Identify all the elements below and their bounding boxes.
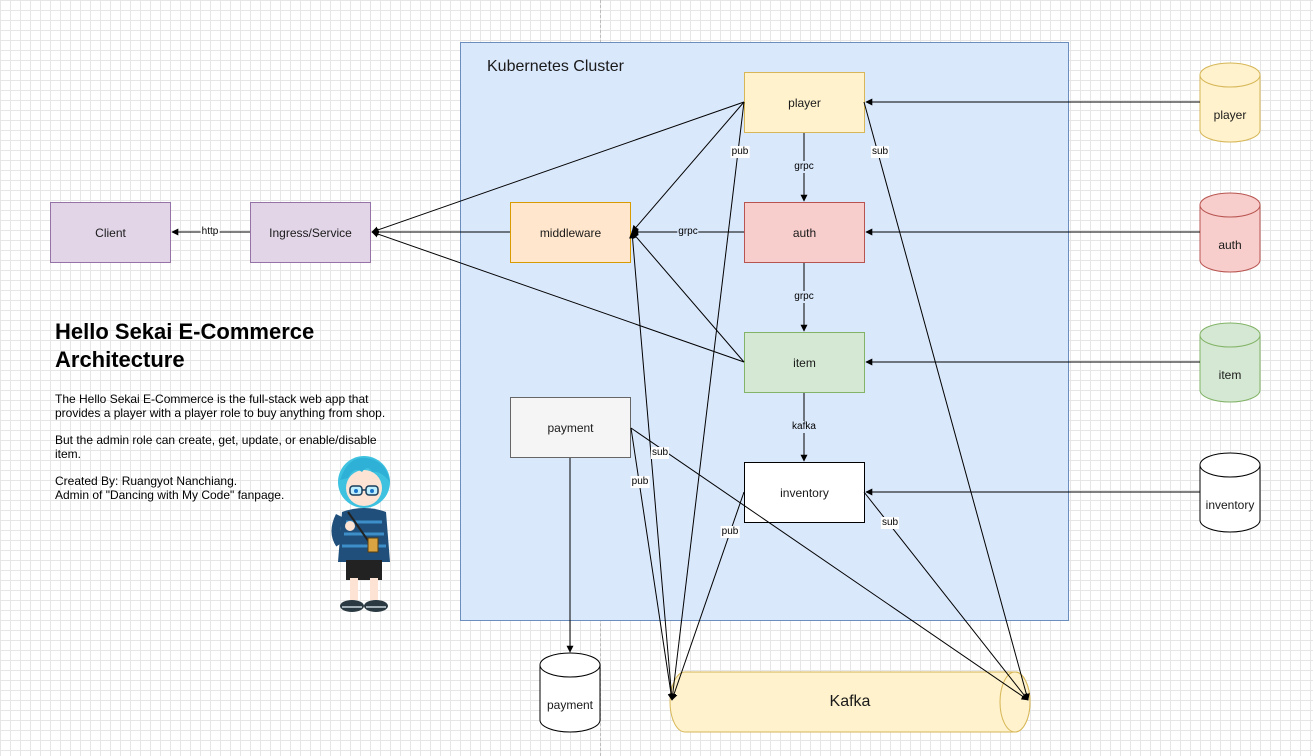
inventory-db-cylinder[interactable] bbox=[1199, 452, 1261, 533]
auth-db-cylinder[interactable] bbox=[1199, 192, 1261, 273]
auth-service-node[interactable]: auth bbox=[744, 202, 865, 263]
edge-label-pub-inventory: pub bbox=[720, 526, 740, 538]
edge-label-sub-inventory: sub bbox=[880, 517, 900, 529]
edge-label-sub-payment: sub bbox=[650, 447, 670, 459]
edge-kafka-middleware bbox=[629, 231, 673, 701]
edge-label-kafka: kafka bbox=[791, 421, 817, 433]
client-node[interactable]: Client bbox=[50, 202, 171, 263]
inventory-service-node[interactable]: inventory bbox=[744, 462, 865, 523]
payment-service-node[interactable]: payment bbox=[510, 397, 631, 458]
edge-label-http: http bbox=[200, 226, 220, 238]
description-paragraph-2: But the admin role can create, get, upda… bbox=[55, 433, 377, 461]
item-db-label: item bbox=[1218, 368, 1242, 382]
chibi-mascot-illustration bbox=[331, 456, 390, 612]
edge-kafka-player-sub bbox=[863, 101, 1030, 701]
payment-db-cylinder[interactable] bbox=[539, 652, 601, 733]
edge-player-middleware bbox=[631, 101, 745, 233]
kafka-label: Kafka bbox=[829, 693, 871, 710]
edge-payment-kafka-sub bbox=[630, 427, 1029, 701]
player-db-label: player bbox=[1213, 108, 1247, 122]
edge-label-grpc-middleware: grpc bbox=[677, 226, 699, 238]
edge-player-ingress bbox=[371, 101, 745, 234]
item-service-node[interactable]: item bbox=[744, 332, 865, 393]
payment-db-label: payment bbox=[546, 698, 594, 712]
cluster-label: Kubernetes Cluster bbox=[487, 58, 624, 75]
edge-item-ingress bbox=[371, 230, 745, 363]
item-db-cylinder[interactable] bbox=[1199, 322, 1261, 403]
edge-label-grpc-auth-item: grpc bbox=[793, 291, 815, 303]
edge-payment-kafka-pub bbox=[630, 427, 675, 701]
player-db-cylinder[interactable] bbox=[1199, 62, 1261, 143]
ingress-service-node[interactable]: Ingress/Service bbox=[250, 202, 371, 263]
auth-db-label: auth bbox=[1218, 238, 1242, 252]
credit-author: Created By: Ruangyot Nanchiang. bbox=[55, 474, 238, 488]
description-paragraph-1: The Hello Sekai E-Commerce is the full-s… bbox=[55, 392, 386, 420]
kafka-cylinder[interactable] bbox=[669, 671, 1031, 733]
credit-fanpage: Admin of "Dancing with My Code" fanpage. bbox=[55, 488, 285, 502]
inventory-db-label: inventory bbox=[1205, 498, 1255, 512]
edge-inventory-kafka-pub bbox=[670, 491, 745, 701]
edge-label-pub-player: pub bbox=[730, 146, 750, 158]
diagram-title: Hello Sekai E-Commerce Architecture bbox=[55, 319, 315, 372]
edge-player-kafka-pub bbox=[669, 101, 745, 701]
edge-item-middleware bbox=[631, 231, 745, 363]
edge-label-pub-payment: pub bbox=[630, 476, 650, 488]
kubernetes-cluster[interactable] bbox=[460, 42, 1069, 621]
edge-label-grpc-player-auth: grpc bbox=[793, 161, 815, 173]
player-service-node[interactable]: player bbox=[744, 72, 865, 133]
edge-label-sub-player: sub bbox=[870, 146, 890, 158]
